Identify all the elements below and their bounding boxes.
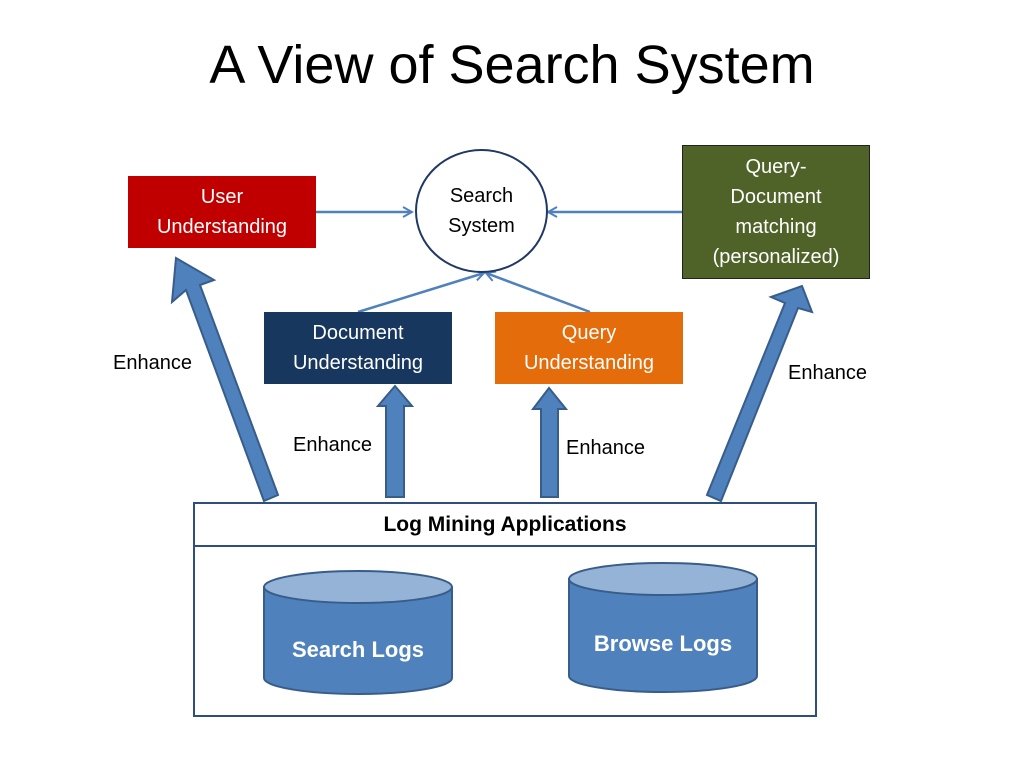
search-system-node: Search System [415,149,548,273]
query-understanding-box: Query Understanding [495,312,683,384]
search-system-label: Search System [448,185,515,237]
browse-logs-cylinder [568,562,758,693]
query-understanding-label: Query Understanding [523,322,655,374]
enhance-arrow-matching [705,284,814,503]
enhance-arrow-user [170,256,280,503]
log-mining-label: Log Mining Applications [383,512,627,536]
log-mining-frame [193,502,817,717]
document-understanding-box: Document Understanding [264,312,452,384]
document-understanding-label: Document Understanding [292,322,424,374]
query-document-matching-label: Query-Document matching (personalized) [712,156,840,268]
enhance-label-document: Enhance [293,434,372,456]
connector-document-to-search [357,273,484,314]
search-logs-cylinder [263,570,453,695]
connector-query-to-search [486,273,591,314]
browse-logs-label: Browse Logs [593,631,733,656]
enhance-label-user: Enhance [113,352,192,374]
enhance-arrow-query [530,386,569,498]
user-understanding-box: User Understanding [128,176,316,248]
query-document-matching-box: Query-Document matching (personalized) [682,145,870,279]
search-logs-label: Search Logs [291,637,425,662]
enhance-arrow-document [375,384,415,498]
slide-title: A View of Search System [209,35,815,95]
user-understanding-label: User Understanding [156,186,288,238]
log-mining-header: Log Mining Applications [195,504,815,547]
enhance-label-matching: Enhance [788,362,867,384]
enhance-label-query: Enhance [566,437,645,459]
